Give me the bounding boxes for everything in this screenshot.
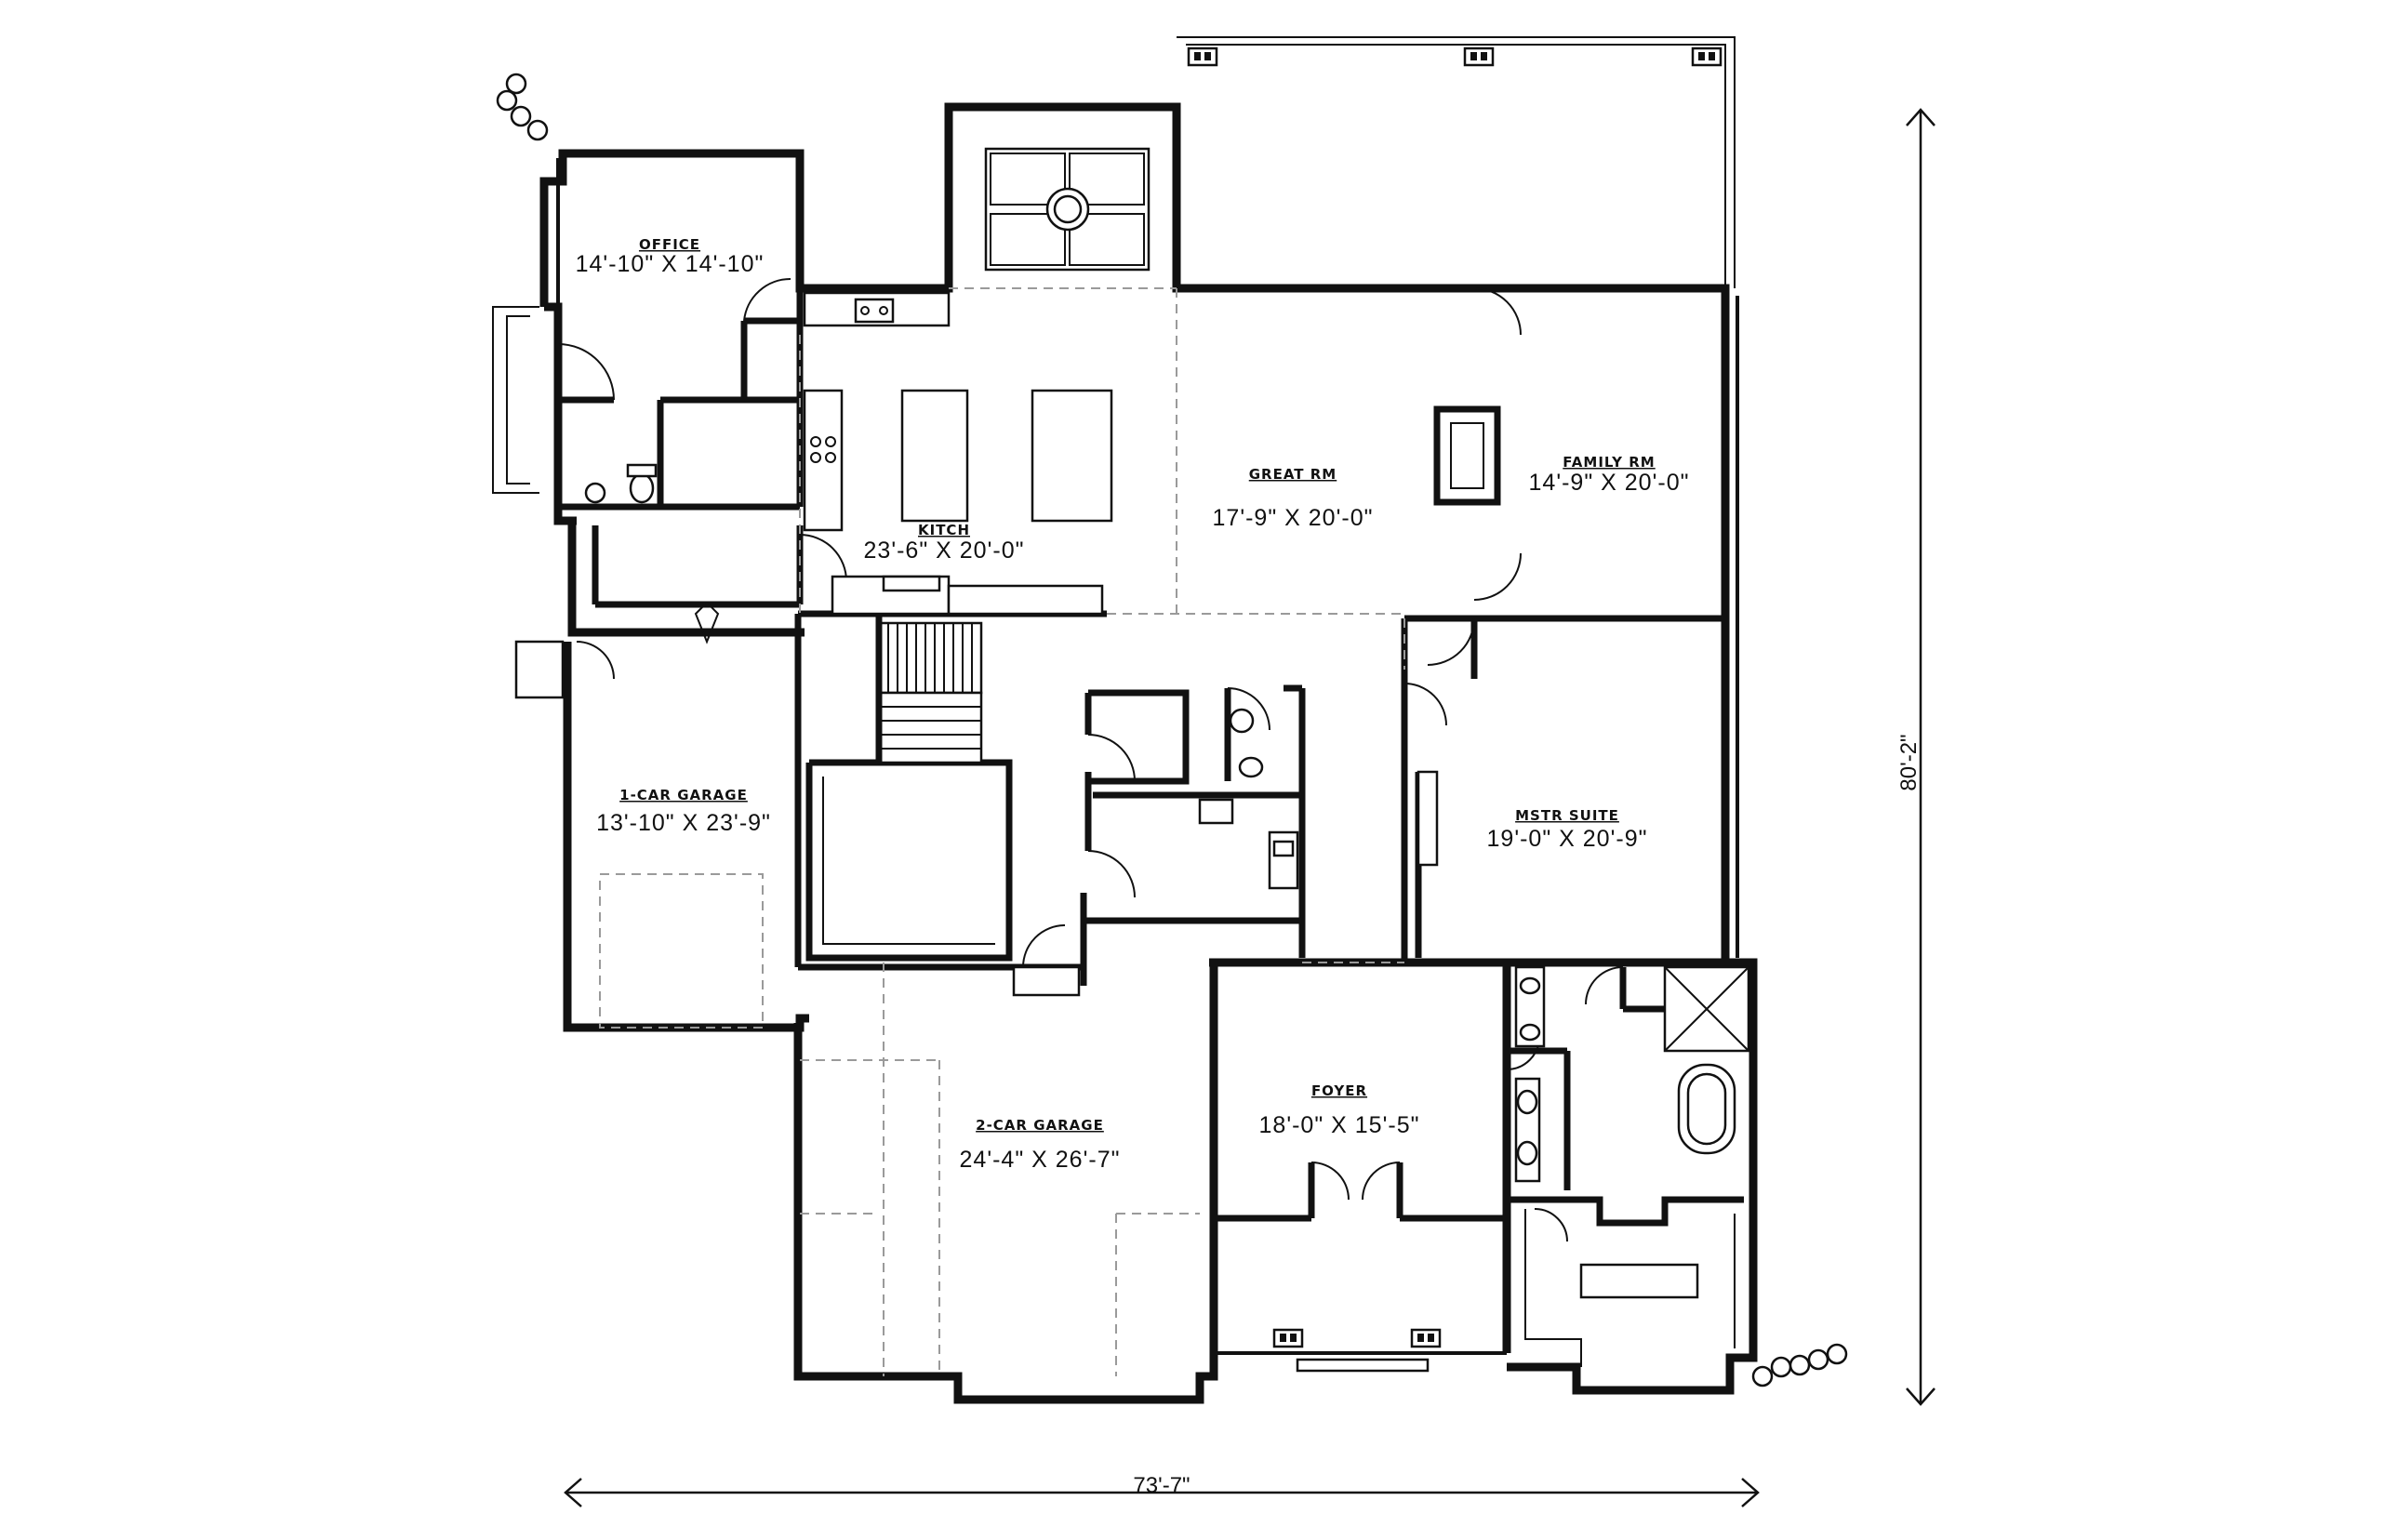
room-mstr-suite-dims: 19'-0" X 20'-9" [1487, 826, 1648, 852]
staircase [875, 614, 983, 764]
door-swings [557, 277, 1624, 1242]
room-two-car-garage-dims: 24'-4" X 26'-7" [960, 1147, 1121, 1173]
room-one-car-garage-name: 1-CAR GARAGE [619, 787, 748, 803]
room-two-car-garage: 2-CAR GARAGE 24'-4" X 26'-7" [960, 1117, 1121, 1173]
room-office-dims: 14'-10" X 14'-10" [576, 251, 765, 277]
room-office-name: OFFICE [639, 236, 700, 253]
room-one-car-garage-dims: 13'-10" X 23'-9" [596, 810, 771, 836]
porch-posts [1187, 46, 1723, 1373]
room-one-car-garage: 1-CAR GARAGE 13'-10" X 23'-9" [596, 787, 771, 836]
room-foyer-name: FOYER [1311, 1082, 1367, 1099]
overall-width-dimension: 73'-7" [564, 1473, 1760, 1507]
overall-depth-label: 80'-2" [1896, 734, 1922, 790]
room-kitchen-name: KITCH [918, 522, 970, 538]
room-great-rm-dims: 17'-9" X 20'-0" [1213, 505, 1374, 531]
room-great-rm-name: GREAT RM [1249, 466, 1337, 483]
room-kitchen-dims: 23'-6" X 20'-0" [864, 538, 1025, 564]
room-kitchen: KITCH 23'-6" X 20'-0" [864, 522, 1025, 564]
room-family-rm-name: FAMILY RM [1563, 454, 1655, 471]
room-great-rm: GREAT RM 17'-9" X 20'-0" [1213, 466, 1374, 531]
room-two-car-garage-name: 2-CAR GARAGE [976, 1117, 1104, 1134]
open-boundaries [599, 287, 1405, 1376]
room-mstr-suite-name: MSTR SUITE [1515, 807, 1619, 824]
room-labels: OFFICE 14'-10" X 14'-10" KITCH 23'-6" X … [576, 236, 1690, 1173]
fixtures [492, 147, 1750, 1299]
room-foyer-dims: 18'-0" X 15'-5" [1259, 1112, 1420, 1138]
room-family-rm: FAMILY RM 14'-9" X 20'-0" [1529, 454, 1690, 496]
room-foyer: FOYER 18'-0" X 15'-5" [1259, 1082, 1420, 1138]
overall-depth-dimension: 80'-2" [1896, 108, 1935, 1406]
shrubs [496, 73, 1848, 1387]
room-mstr-suite: MSTR SUITE 19'-0" X 20'-9" [1487, 807, 1648, 852]
room-family-rm-dims: 14'-9" X 20'-0" [1529, 470, 1690, 496]
overall-width-label: 73'-7" [1133, 1473, 1190, 1498]
room-office: OFFICE 14'-10" X 14'-10" [576, 236, 765, 277]
exterior-walls [539, 36, 1758, 1404]
